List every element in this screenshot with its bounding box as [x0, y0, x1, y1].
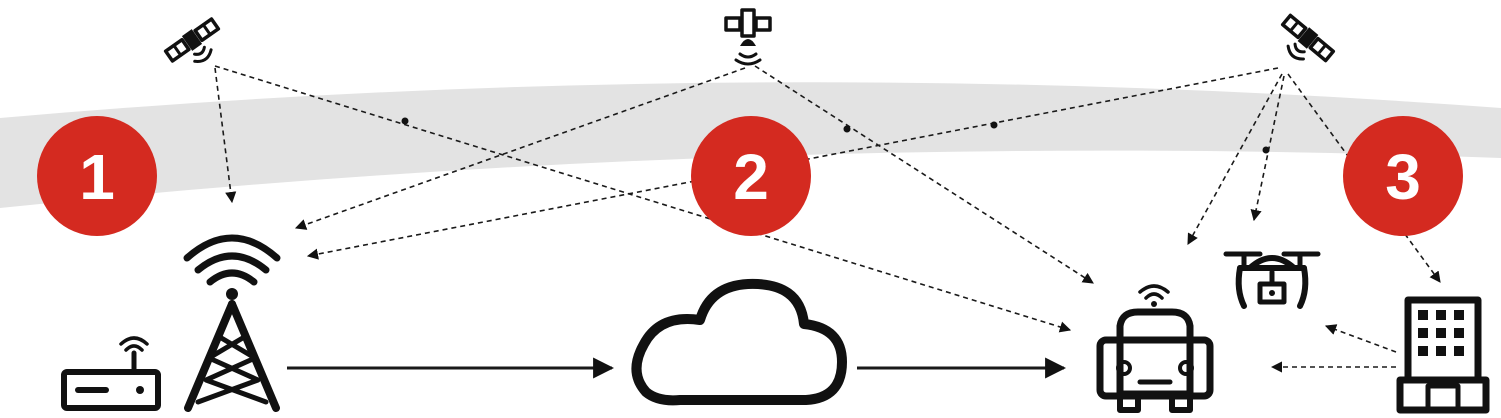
router-icon: [61, 336, 161, 411]
signal-line: [214, 67, 237, 204]
badge-3: 3: [1343, 116, 1463, 236]
signal-node: [1262, 146, 1270, 154]
badge-2: 2: [691, 116, 811, 236]
badge-1: 1: [37, 116, 157, 236]
signal-line: [294, 67, 746, 230]
badge-1-label: 1: [79, 141, 115, 213]
cloud-icon: [631, 278, 847, 406]
signal-line: [306, 67, 1279, 260]
badge-3-label: 3: [1385, 141, 1421, 213]
satellite-icon: [724, 8, 772, 66]
cell-tower-icon: [183, 234, 281, 412]
signal-line: [754, 65, 1094, 284]
signal-node: [990, 121, 998, 129]
badge-2-label: 2: [733, 141, 769, 213]
car-icon: [1096, 284, 1214, 413]
satellite-icon: [1280, 13, 1336, 63]
signal-line: [1250, 75, 1285, 222]
satellite-icon: [163, 17, 221, 63]
signal-node: [401, 117, 409, 125]
drone-icon: [1223, 251, 1321, 309]
signal-lines: [214, 65, 1441, 373]
signal-node: [843, 125, 851, 133]
building-icon: [1396, 296, 1490, 414]
signal-line: [1324, 324, 1397, 353]
